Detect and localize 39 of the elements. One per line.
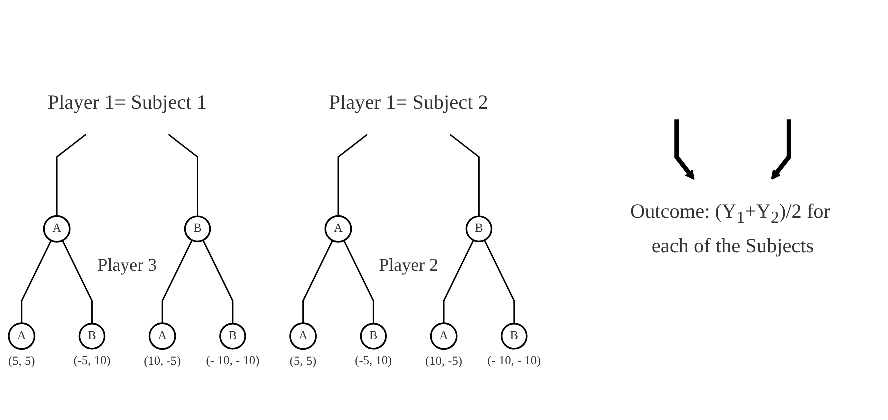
- tree-branch: [168, 134, 198, 217]
- payoff-label: (- 10, - 10): [206, 354, 260, 368]
- tree-branch: [162, 240, 193, 324]
- tree-branch: [338, 134, 368, 216]
- choice-circle: A: [148, 322, 176, 350]
- tree-branch: [344, 240, 374, 324]
- tree-branch: [21, 240, 52, 324]
- choice-circle: B: [501, 323, 528, 350]
- tree-branch: [484, 240, 516, 324]
- tree-branch: [56, 134, 87, 216]
- tree-branch: [202, 240, 234, 324]
- choice-circle: A: [430, 322, 458, 350]
- tree-branch: [450, 134, 480, 217]
- choice-circle: A: [8, 322, 36, 350]
- choice-circle: B: [184, 216, 212, 242]
- outcome-text: Outcome: (Y$_{1}$+Y$_{2}$)/2 for each of the Subjects: [630, 200, 831, 258]
- tree-branch: [443, 240, 474, 324]
- tree-branch: [62, 240, 93, 324]
- payoff-label: (- 10, - 10): [488, 354, 542, 368]
- payoff-label: (-5, 10): [74, 354, 111, 368]
- choice-circle: A: [324, 215, 352, 243]
- choice-circle: B: [220, 323, 246, 350]
- payoff-label: (5, 5): [290, 354, 317, 368]
- choice-circle: A: [290, 322, 318, 350]
- block-arrow: [674, 120, 695, 180]
- payoff-label: (10, -5): [426, 354, 463, 368]
- choice-circle: B: [466, 216, 493, 242]
- choice-circle: B: [78, 323, 106, 350]
- player-label: Player 1= Subject 1: [48, 90, 207, 114]
- block-arrow: [771, 120, 792, 180]
- payoff-label: (10, -5): [144, 354, 182, 368]
- choice-circle: B: [360, 323, 388, 350]
- player-label: Player 3: [98, 255, 158, 276]
- payoff-label: (-5, 10): [355, 354, 392, 368]
- choice-circle: A: [43, 215, 71, 243]
- player-label: Player 2: [379, 255, 439, 276]
- tree-branch: [302, 240, 334, 324]
- player-label: Player 1= Subject 2: [329, 90, 488, 114]
- payoff-label: (5, 5): [8, 354, 36, 368]
